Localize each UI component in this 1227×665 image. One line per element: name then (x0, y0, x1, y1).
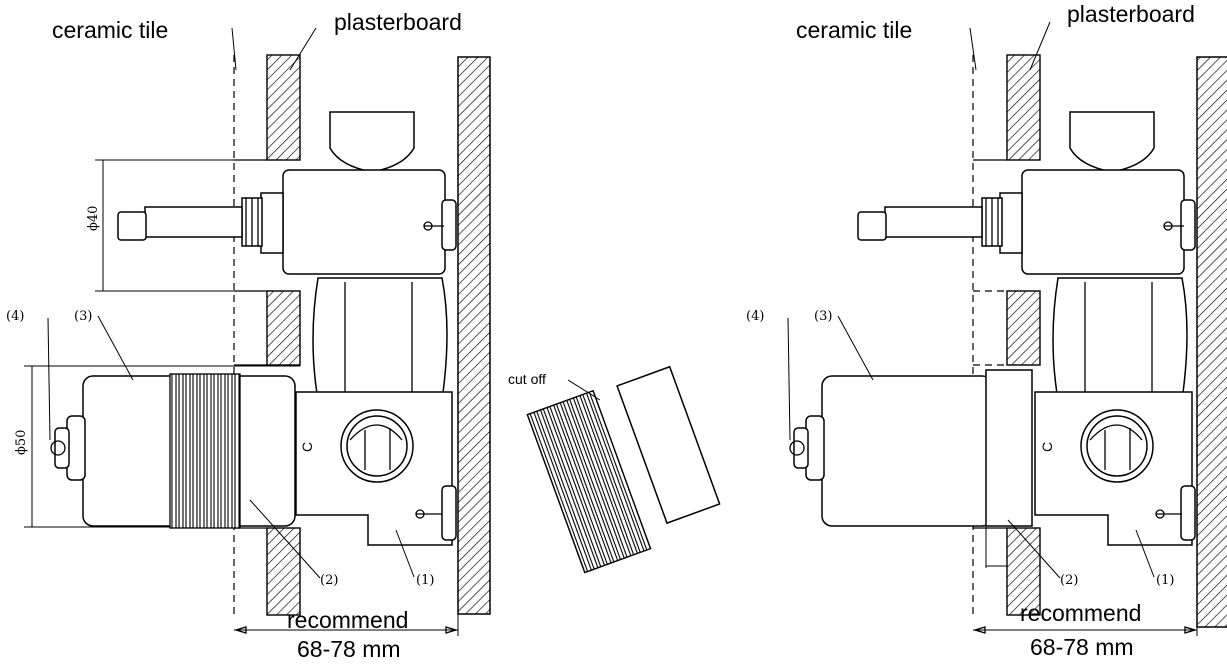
back-wall-left (457, 56, 491, 615)
label-plasterboard-right: plasterboard (1067, 1, 1195, 27)
valve-top-port-right (1069, 111, 1155, 173)
port-mark-right: C (1039, 442, 1055, 452)
port-mark-left: C (299, 442, 315, 452)
dim-dia50-left: ϕ50 (14, 430, 29, 455)
label-range-left: 68-78 mm (297, 636, 401, 662)
plasterboard-left-top (266, 54, 301, 161)
label-recommend-left: recommend (287, 607, 408, 633)
label-recommend-right: recommend (1020, 600, 1141, 626)
callout-4-left: (4) (6, 309, 24, 324)
callout-3-left: (3) (74, 309, 92, 324)
sleeve-right (821, 375, 993, 527)
callout-2-left: (2) (320, 573, 338, 588)
valve-top-port-left (329, 111, 415, 173)
dim-dia40-left: ϕ40 (86, 206, 101, 231)
label-range-right: 68-78 mm (1030, 634, 1134, 660)
nut-left (260, 192, 284, 254)
ribbed-section-left (169, 373, 241, 529)
callout-4-right: (4) (746, 309, 764, 324)
cut-off-pieces (526, 365, 721, 574)
collar-right (985, 369, 1033, 527)
nut-right (999, 192, 1023, 254)
right-assembly: C (787, 21, 1227, 636)
plasterboard-right-mid (1006, 290, 1041, 366)
valve-mid-body-right (1052, 277, 1188, 401)
plasterboard-left-bot (266, 527, 301, 616)
valve-mid-body-left (312, 277, 448, 401)
callout-1-left: (1) (416, 573, 434, 588)
callout-2-right: (2) (1060, 573, 1078, 588)
label-cut-off: cut off (508, 371, 546, 387)
back-wall-right (1196, 56, 1227, 628)
label-ceramic-tile-left: ceramic tile (52, 17, 168, 43)
plasterboard-right-bot (1006, 527, 1041, 616)
left-assembly: C ϕ40 ϕ50 (14, 27, 491, 636)
label-ceramic-tile-right: ceramic tile (796, 17, 912, 43)
cut-ribbed-piece (526, 389, 652, 574)
cut-plain-piece (616, 365, 721, 525)
stem-right (884, 206, 983, 238)
valve-upper-body-left (282, 169, 446, 275)
plasterboard-left-mid (266, 290, 301, 366)
plasterboard-right-top (1006, 54, 1041, 161)
valve-upper-body-right (1021, 169, 1185, 275)
callout-3-right: (3) (814, 309, 832, 324)
label-plasterboard-left: plasterboard (334, 9, 462, 35)
stem-left (144, 206, 243, 238)
callout-1-right: (1) (1156, 573, 1174, 588)
